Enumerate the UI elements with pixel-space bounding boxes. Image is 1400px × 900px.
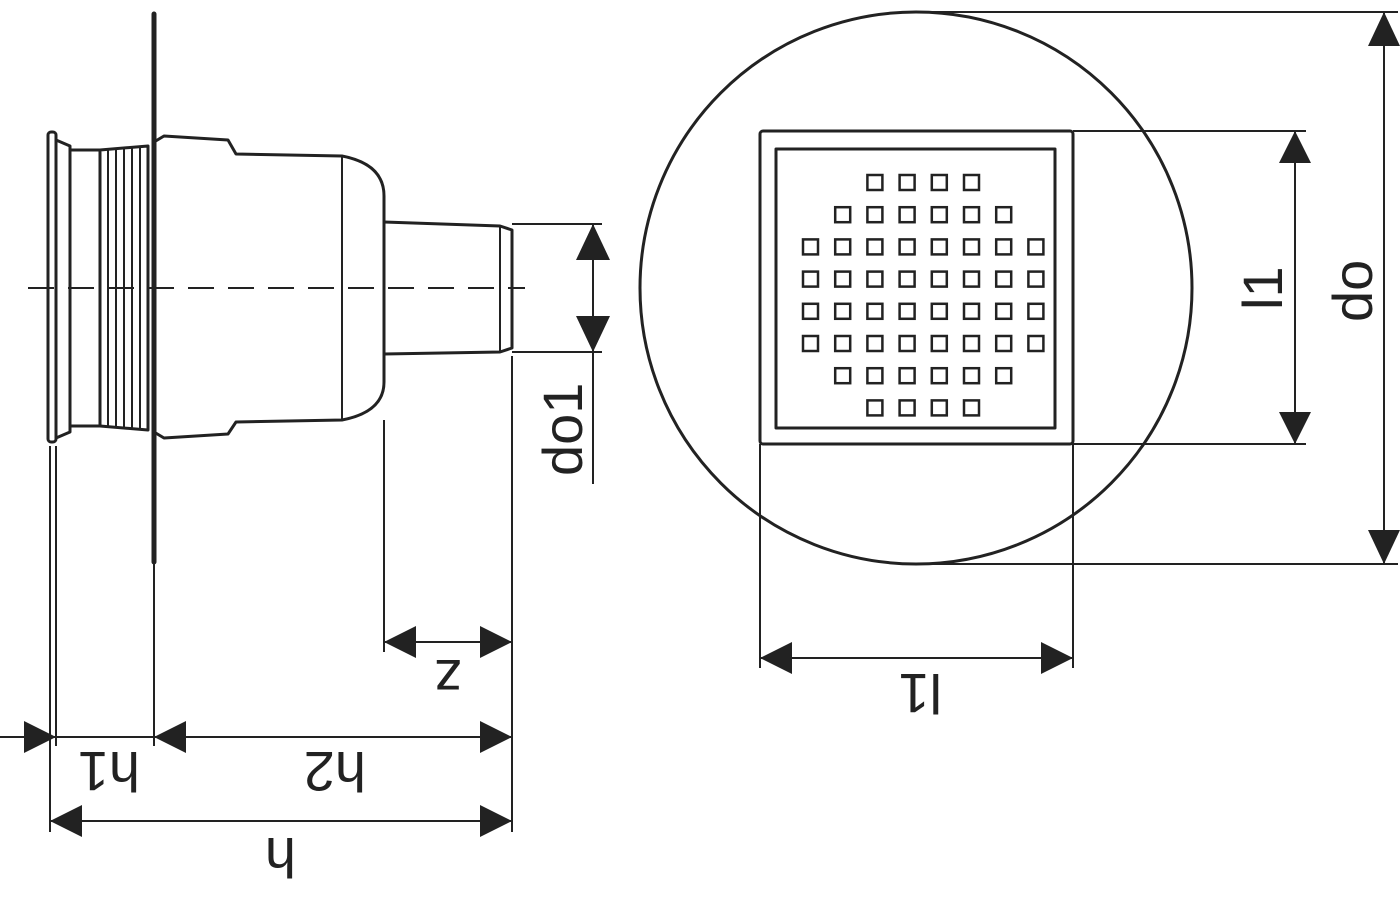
collar [46,130,150,444]
label-l1-horizontal: l1 [898,662,942,725]
grate-hole [930,399,949,417]
grate-hole-grid [801,173,1045,417]
label-h1: h1 [78,740,140,803]
grate-hole [866,399,884,417]
side-view: do1 z h1 h2 h [0,11,610,889]
dimension-l1-horizontal: l1 [759,444,1074,725]
grate-hole [1027,334,1045,353]
grate-hole [898,238,916,256]
grate-hole [962,205,981,224]
grate-hole [962,270,981,288]
grate-hole [898,270,916,288]
label-h2: h2 [304,740,366,803]
grate-hole [1027,270,1045,288]
grate-hole [962,399,981,417]
grate-hole [994,270,1013,288]
grate-hole [866,366,884,385]
grate-hole [898,205,916,224]
dimension-h1-h2: h1 h2 [0,721,512,803]
label-l1-vertical: l1 [1231,266,1294,310]
grate-hole [930,302,949,321]
grate-hole [833,205,852,224]
grate-hole [1027,238,1045,256]
drain-body [152,134,386,440]
grate-hole [962,302,981,321]
dimension-z: z [384,626,512,711]
dimension-h: h [50,805,512,889]
grate-hole [833,238,852,256]
grate-hole [833,270,852,288]
grate-hole [801,270,820,288]
top-view: l1 l1 do [638,10,1400,725]
grate-hole [866,238,884,256]
grate-frame-inner [774,147,1057,430]
grate-hole [801,302,820,321]
grate-hole [994,238,1013,256]
grate-frame-outer [758,129,1075,446]
grate-hole [866,205,884,224]
grate-hole [962,334,981,353]
label-do1: do1 [531,383,594,476]
outer-circle [638,10,1194,566]
grate-hole [994,334,1013,353]
outlet-pipe [382,220,514,356]
label-h: h [265,826,296,889]
grate-hole [1027,302,1045,321]
grate-hole [930,334,949,353]
grate-hole [801,334,820,353]
dimension-do1: do1 [512,223,610,484]
grate-hole [994,205,1013,224]
label-do: do [1321,260,1384,322]
grate-hole [833,366,852,385]
grate-hole [930,366,949,385]
grate-hole [866,334,884,353]
grate-hole [833,334,852,353]
grate-hole [898,334,916,353]
grate-hole [930,238,949,256]
grate-hole [930,205,949,224]
grate-hole [898,366,916,385]
grate-hole [898,302,916,321]
grate-hole [930,270,949,288]
grate-hole [898,173,916,192]
grate-hole [962,173,981,192]
grate-hole [962,366,981,385]
grate-hole [898,399,916,417]
grate-hole [930,173,949,192]
grate-hole [833,302,852,321]
dimension-do: do [916,11,1400,565]
grate-hole [866,302,884,321]
label-z: z [434,648,462,711]
grate-hole [866,270,884,288]
grate-hole [962,238,981,256]
grate-hole [866,173,884,192]
grate-hole [801,238,820,256]
dimension-l1-vertical: l1 [1073,130,1311,445]
grate-hole [994,302,1013,321]
grate-hole [994,366,1013,385]
